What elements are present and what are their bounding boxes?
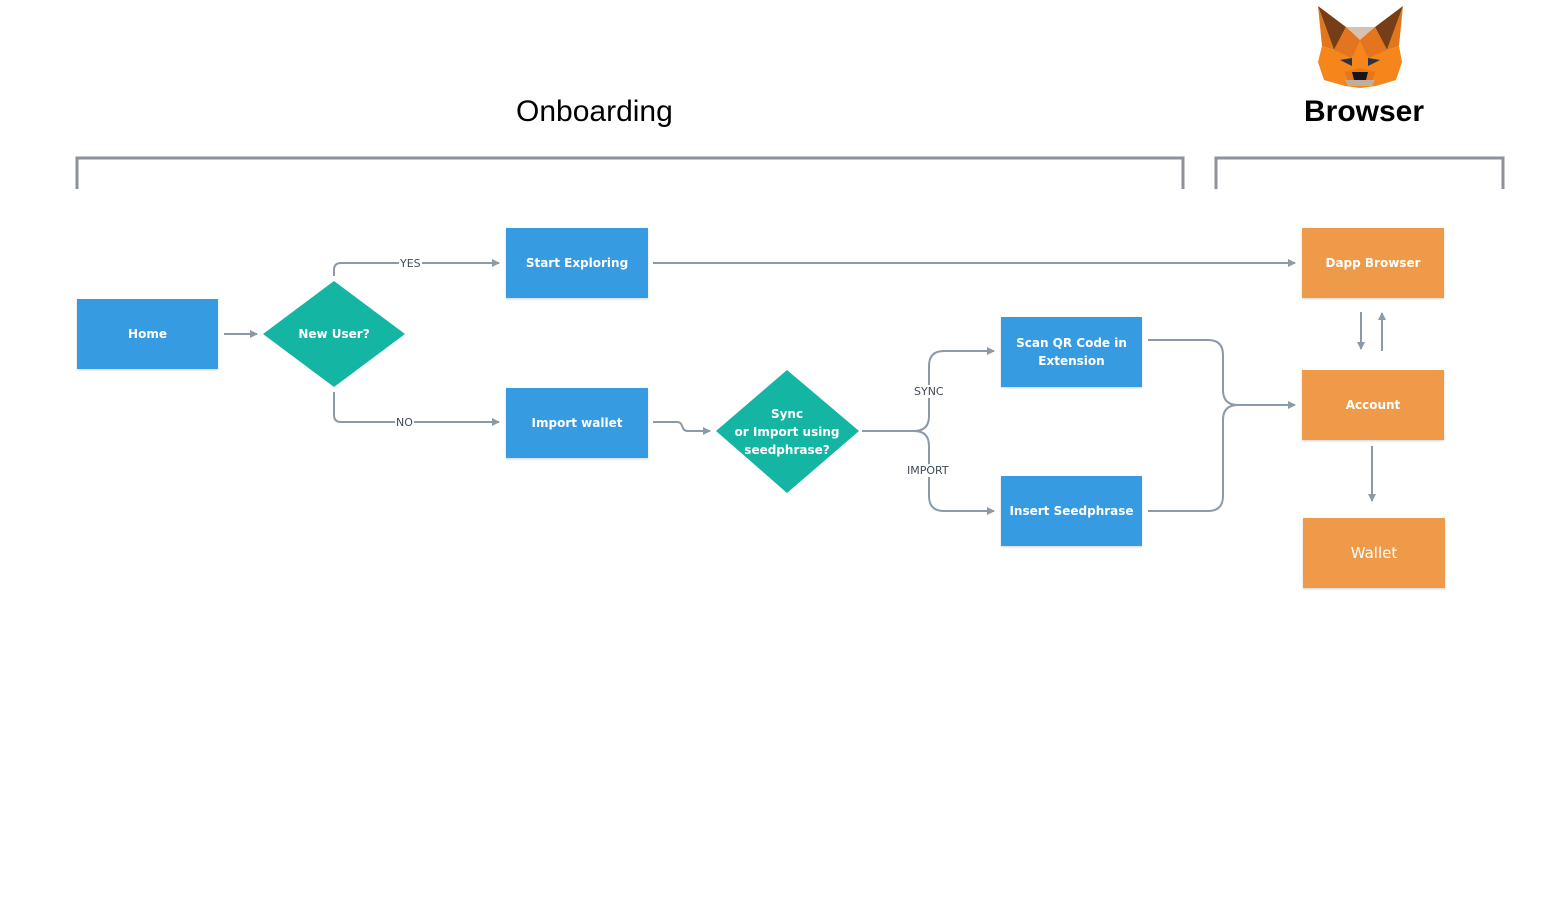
edge-import-insertseed	[913, 430, 995, 515]
yes-edge-label: YES	[399, 257, 422, 270]
start-exploring-node[interactable]: Start Exploring	[506, 228, 648, 298]
account-node[interactable]: Account	[1302, 370, 1444, 440]
edge-newuser-no	[333, 392, 500, 426]
new-user-diamond	[263, 281, 405, 387]
metamask-fox-icon	[1318, 6, 1403, 88]
onboarding-title: Onboarding	[516, 95, 673, 128]
scan-qr-node[interactable]: Scan QR Code in Extension	[1001, 317, 1142, 387]
wallet-node[interactable]: Wallet	[1303, 518, 1445, 588]
dapp-browser-node[interactable]: Dapp Browser	[1302, 228, 1444, 298]
home-node[interactable]: Home	[77, 299, 218, 369]
edge-insertseed-account	[1148, 404, 1239, 512]
insert-seedphrase-node[interactable]: Insert Seedphrase	[1001, 476, 1142, 546]
browser-title: Browser	[1304, 95, 1425, 128]
sync-edge-label: SYNC	[913, 385, 945, 398]
onboarding-bracket	[75, 156, 1185, 189]
import-wallet-node[interactable]: Import wallet	[506, 388, 648, 458]
new-user-label: New User?	[298, 327, 370, 341]
browser-bracket	[1214, 156, 1505, 189]
import-edge-label: IMPORT	[906, 464, 950, 477]
edge-importwallet-sync	[653, 421, 711, 435]
sync-import-diamond	[716, 370, 859, 493]
no-edge-label: NO	[395, 416, 414, 429]
edge-newuser-yes	[333, 259, 500, 276]
sync-import-label: Sync or Import using seedphrase?	[734, 407, 840, 457]
edge-scanqr-account	[1148, 339, 1296, 409]
